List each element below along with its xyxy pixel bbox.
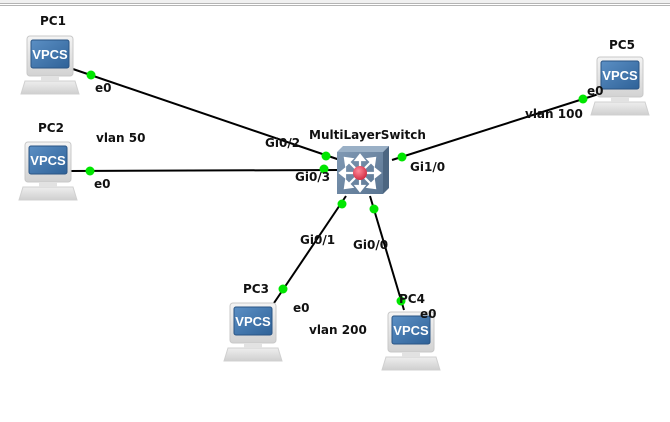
vpcs-icon-text: VPCS xyxy=(602,68,638,83)
switch-center-dot xyxy=(353,166,367,180)
canvas-top-line xyxy=(0,5,670,6)
node-pc5[interactable]: VPCS xyxy=(590,56,650,116)
port-label-pc1-e0: e0 xyxy=(95,81,112,95)
node-pc2[interactable]: VPCS xyxy=(18,141,78,201)
annotation-vlan100[interactable]: vlan 100 xyxy=(525,107,583,121)
links-layer xyxy=(69,67,606,311)
port-status-up-icon xyxy=(369,204,379,214)
vpcs-icon-text: VPCS xyxy=(30,153,66,168)
switch-side-face xyxy=(383,146,389,194)
node-label-pc5: PC5 xyxy=(609,38,635,52)
link-pc3-sw[interactable] xyxy=(273,195,347,304)
port-label-sw-gi0-2: Gi0/2 xyxy=(265,136,300,150)
port-status-up-icon xyxy=(85,166,95,176)
node-label-pc4: PC4 xyxy=(399,292,425,306)
vpcs-icon-text: VPCS xyxy=(393,323,429,338)
port-status-up-icon xyxy=(396,296,406,306)
vpcs-icon-text: VPCS xyxy=(32,47,68,62)
port-status-up-icon xyxy=(278,284,288,294)
port-label-sw-gi0-3: Gi0/3 xyxy=(295,170,330,184)
node-label-pc3: PC3 xyxy=(243,282,269,296)
node-pc4[interactable]: VPCS xyxy=(381,311,441,371)
link-pc2-sw[interactable] xyxy=(69,169,339,172)
port-label-pc5-e0: e0 xyxy=(587,84,604,98)
switch-top-face xyxy=(337,146,389,152)
node-pc1[interactable]: VPCS xyxy=(20,35,80,95)
port-status-up-icon xyxy=(321,151,331,161)
port-status-up-icon xyxy=(319,164,329,174)
port-status-up-icon xyxy=(578,94,588,104)
node-multilayer-switch[interactable] xyxy=(337,146,389,194)
node-label-pc1: PC1 xyxy=(40,14,66,28)
port-label-pc3-e0: e0 xyxy=(293,301,310,315)
port-status-up-icon xyxy=(397,152,407,162)
node-label-switch: MultiLayerSwitch xyxy=(309,128,426,142)
port-status-up-icon xyxy=(337,199,347,209)
port-status-up-icon xyxy=(86,70,96,80)
canvas-top-line xyxy=(0,3,670,4)
port-status-layer xyxy=(85,70,588,306)
port-label-sw-gi0-1: Gi0/1 xyxy=(300,233,335,247)
node-pc3[interactable]: VPCS xyxy=(223,302,283,362)
canvas-top-border xyxy=(0,0,670,3)
annotation-vlan200[interactable]: vlan 200 xyxy=(309,323,367,337)
link-pc5-sw[interactable] xyxy=(391,91,606,161)
port-label-pc4-e0: e0 xyxy=(420,307,437,321)
port-label-sw-gi1-0: Gi1/0 xyxy=(410,160,445,174)
node-label-pc2: PC2 xyxy=(38,121,64,135)
link-pc4-sw[interactable] xyxy=(369,195,405,311)
vpcs-icon-text: VPCS xyxy=(235,314,271,329)
link-pc1-sw[interactable] xyxy=(69,67,341,161)
port-label-pc2-e0: e0 xyxy=(94,177,111,191)
annotation-vlan50[interactable]: vlan 50 xyxy=(96,131,145,145)
port-label-sw-gi0-0: Gi0/0 xyxy=(353,238,388,252)
